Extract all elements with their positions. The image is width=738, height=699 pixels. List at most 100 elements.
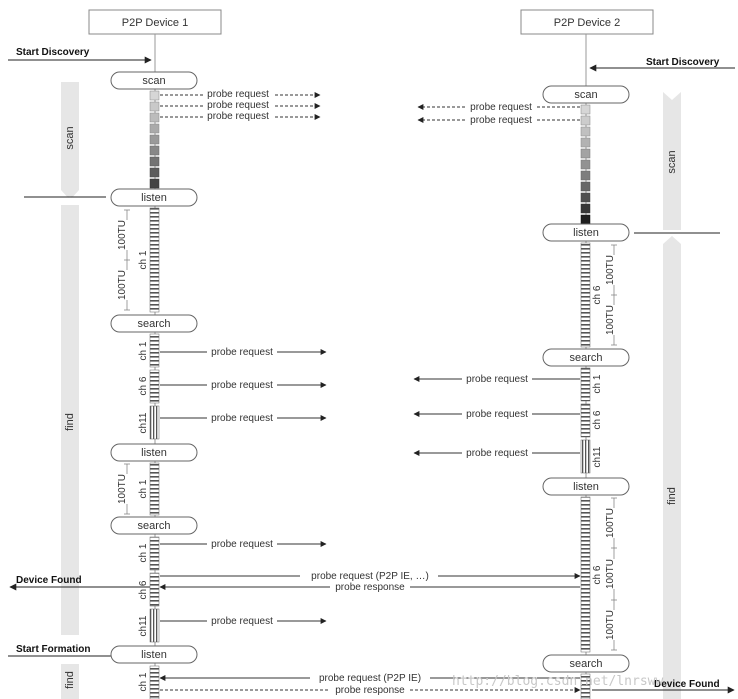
svg-text:100TU: 100TU bbox=[605, 305, 616, 335]
svg-text:probe request: probe request bbox=[211, 539, 273, 550]
svg-text:ch 6: ch 6 bbox=[138, 376, 149, 395]
device1-listen-channel: ch 1 bbox=[138, 250, 149, 269]
device1-listen2-ch1-block bbox=[149, 462, 160, 516]
device2-scan-squares bbox=[580, 104, 591, 225]
start-discovery-right: Start Discovery bbox=[589, 57, 735, 72]
device2-search1-ch11-block bbox=[580, 439, 591, 474]
svg-text:search: search bbox=[137, 520, 170, 532]
svg-text:probe request: probe request bbox=[470, 102, 532, 113]
probe-request-label: probe request bbox=[207, 100, 269, 111]
svg-text:listen: listen bbox=[573, 227, 599, 239]
device2-listen2-duration: 100TU 100TU 100TU bbox=[604, 497, 618, 651]
device1-search2-ch6-block bbox=[149, 572, 160, 607]
svg-text:probe request: probe request bbox=[466, 409, 528, 420]
watermark-text: http://blog.csdn.net/lnrsww bbox=[452, 674, 663, 689]
device1-search1-probes: probe request probe request probe reques… bbox=[160, 346, 327, 424]
svg-text:ch 1: ch 1 bbox=[138, 543, 149, 562]
svg-text:ch 6: ch 6 bbox=[138, 580, 149, 599]
svg-text:Start Discovery: Start Discovery bbox=[16, 47, 90, 58]
svg-text:100TU: 100TU bbox=[117, 474, 128, 504]
svg-text:100TU: 100TU bbox=[605, 508, 616, 538]
device1-listen2-duration: 100TU bbox=[116, 463, 130, 515]
svg-text:listen: listen bbox=[141, 447, 167, 459]
start-discovery-left: Start Discovery bbox=[8, 47, 152, 64]
device2-search1-ch1-block bbox=[580, 367, 591, 402]
svg-text:probe request: probe request bbox=[211, 616, 273, 627]
svg-text:ch11: ch11 bbox=[138, 412, 149, 433]
device-found-left: Device Found bbox=[9, 575, 150, 591]
probe-request-p2p-ie-etc-label: probe request (P2P IE, …) bbox=[311, 571, 429, 582]
device2-search-state-1: search bbox=[542, 348, 630, 367]
device1-listen-state-1: listen bbox=[110, 188, 198, 207]
svg-text:ch 1: ch 1 bbox=[592, 374, 603, 393]
svg-text:search: search bbox=[569, 352, 602, 364]
svg-text:100TU: 100TU bbox=[117, 270, 128, 300]
device1-search1-ch1-block bbox=[149, 333, 160, 368]
device2-header: P2P Device 2 bbox=[520, 9, 654, 35]
svg-text:ch11: ch11 bbox=[592, 446, 603, 467]
device2-phase-scan: scan bbox=[666, 150, 678, 173]
probe-response-label: probe response bbox=[335, 582, 405, 593]
svg-text:probe request: probe request bbox=[211, 380, 273, 391]
device1-listen3-ch1-block bbox=[149, 665, 160, 699]
device2-listen-state-2: listen bbox=[542, 477, 630, 496]
device2-phase-bar: scan find bbox=[663, 92, 681, 699]
svg-text:probe request: probe request bbox=[466, 374, 528, 385]
svg-text:Start Formation: Start Formation bbox=[16, 644, 90, 655]
exchange-1: probe request (P2P IE, …) probe response bbox=[159, 569, 581, 593]
svg-text:search: search bbox=[137, 318, 170, 330]
device2-search1-probes: probe request probe request probe reques… bbox=[413, 373, 580, 459]
device1-listen-state-3: listen bbox=[110, 645, 198, 664]
device1-search2-probes: probe request probe request bbox=[160, 538, 327, 627]
probe-request-label: probe request bbox=[207, 89, 269, 100]
device1-search2-ch1-block bbox=[149, 536, 160, 571]
device-found-right: Device Found bbox=[592, 679, 735, 694]
svg-text:scan: scan bbox=[574, 89, 597, 101]
device2-scan-probes: probe request probe request bbox=[417, 100, 580, 126]
device2-search2-ch1-block bbox=[580, 673, 591, 699]
svg-text:probe request: probe request bbox=[211, 347, 273, 358]
device1-listen-ch1-block bbox=[149, 207, 160, 313]
device2-phase-find: find bbox=[666, 487, 678, 505]
device1-search-state-2: search bbox=[110, 516, 198, 535]
device2-search1-ch6-block bbox=[580, 403, 591, 438]
svg-text:100TU: 100TU bbox=[605, 610, 616, 640]
svg-text:100TU: 100TU bbox=[605, 255, 616, 285]
device1-header: P2P Device 1 bbox=[88, 9, 222, 35]
device2-listen-ch6-block bbox=[580, 242, 591, 348]
probe-request-label: probe request bbox=[207, 111, 269, 122]
svg-text:probe request: probe request bbox=[470, 115, 532, 126]
svg-text:ch 1: ch 1 bbox=[138, 479, 149, 498]
probe-request-p2p-ie-label: probe request (P2P IE) bbox=[319, 673, 421, 684]
device2-listen2-ch6-block bbox=[580, 496, 591, 653]
device2-scan-state: scan bbox=[542, 85, 630, 104]
device1-search2-ch11-block bbox=[149, 608, 160, 643]
exchange-2: probe request (P2P IE) probe response bbox=[159, 671, 581, 696]
device1-search-state-1: search bbox=[110, 314, 198, 333]
svg-text:100TU: 100TU bbox=[605, 559, 616, 589]
svg-text:ch 1: ch 1 bbox=[138, 341, 149, 360]
device2-label: P2P Device 2 bbox=[554, 17, 620, 29]
device2-listen-duration: 100TU 100TU bbox=[604, 244, 618, 346]
device1-scan-state: scan bbox=[110, 71, 198, 90]
device1-search1-ch6-block bbox=[149, 369, 160, 404]
svg-text:Device Found: Device Found bbox=[654, 679, 720, 690]
svg-text:probe request: probe request bbox=[466, 448, 528, 459]
device1-scan-squares bbox=[149, 90, 160, 189]
svg-text:ch11: ch11 bbox=[138, 615, 149, 636]
svg-text:ch 6: ch 6 bbox=[592, 410, 603, 429]
svg-text:ch 1: ch 1 bbox=[138, 672, 149, 691]
svg-text:listen: listen bbox=[573, 481, 599, 493]
svg-text:scan: scan bbox=[142, 75, 165, 87]
svg-text:Device Found: Device Found bbox=[16, 575, 82, 586]
device1-phase-find: find bbox=[64, 413, 76, 431]
device1-phase-bar: scan find find bbox=[61, 82, 79, 699]
svg-text:Start Discovery: Start Discovery bbox=[646, 57, 720, 68]
probe-response-label: probe response bbox=[335, 685, 405, 696]
device1-phase-find-2: find bbox=[64, 671, 76, 689]
svg-text:probe request: probe request bbox=[211, 413, 273, 424]
device1-listen-state-2: listen bbox=[110, 443, 198, 462]
svg-text:search: search bbox=[569, 658, 602, 670]
device1-label: P2P Device 1 bbox=[122, 17, 188, 29]
device1-phase-scan: scan bbox=[64, 126, 76, 149]
